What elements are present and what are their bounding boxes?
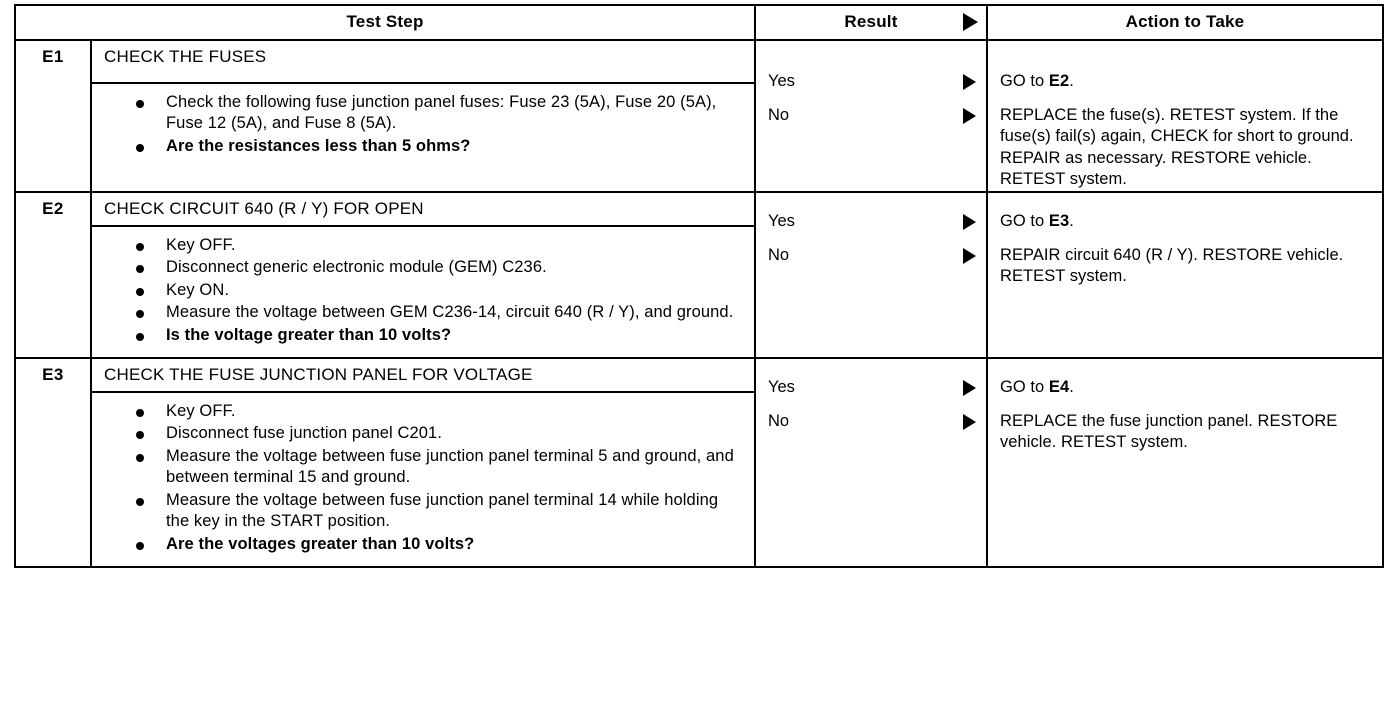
step-id-e2: E2 <box>14 190 92 359</box>
result-label-no: No <box>768 245 790 264</box>
right-triangle-icon <box>963 71 986 90</box>
result-cell-e2: Yes No <box>754 190 988 359</box>
step-bullets-e3: Key OFF. Disconnect fuse junction panel … <box>90 390 756 569</box>
result-row: No <box>756 105 986 139</box>
step-body-row-e1: Check the following fuse junction panel … <box>15 81 1383 193</box>
result-label-yes: Yes <box>768 377 795 396</box>
action-row: GO to E3. <box>988 211 1382 245</box>
list-item: Key OFF. <box>130 401 744 422</box>
action-step-reference: E4 <box>1048 377 1070 396</box>
result-row: Yes <box>756 71 986 105</box>
step-id-e1: E1 <box>14 39 92 193</box>
result-cell-e3: Yes No <box>754 356 988 569</box>
list-item: Are the voltages greater than 10 volts? <box>130 534 744 555</box>
step-title-e1: CHECK THE FUSES <box>90 39 756 84</box>
step-title-row-e1: E1 CHECK THE FUSES Yes No <box>14 39 1384 193</box>
action-cell-e3: GO to E4. REPLACE the fuse junction pane… <box>986 356 1384 569</box>
column-header-result: Result <box>754 4 988 41</box>
action-text: REPLACE the fuse junction panel. RESTORE… <box>1000 411 1338 452</box>
column-header-action-to-take: Action to Take <box>986 4 1384 41</box>
result-label-yes: Yes <box>768 72 795 90</box>
right-triangle-icon <box>963 411 986 430</box>
result-label-no: No <box>768 411 790 430</box>
list-item: Disconnect generic electronic module (GE… <box>130 257 744 278</box>
action-cell-e1: GO to E2. REPLACE the fuse(s). RETEST sy… <box>986 39 1384 193</box>
list-item: Disconnect fuse junction panel C201. <box>130 423 744 444</box>
step-title-row-e2: E2 CHECK CIRCUIT 640 (R / Y) FOR OPEN Ye… <box>14 190 1384 359</box>
action-row: REPLACE the fuse(s). RETEST system. If t… <box>988 105 1382 191</box>
action-text-tail: . <box>1069 211 1074 230</box>
list-item: Measure the voltage between fuse junctio… <box>130 446 744 489</box>
action-step-reference: E3 <box>1048 211 1070 230</box>
step-title-row-e3: E3 CHECK THE FUSE JUNCTION PANEL FOR VOL… <box>14 356 1384 569</box>
result-label-no: No <box>768 106 790 124</box>
scan-edge <box>14 0 1384 2</box>
list-item: Are the resistances less than 5 ohms? <box>130 136 744 157</box>
step-bullets-e1: Check the following fuse junction panel … <box>90 81 756 193</box>
action-text: GO to <box>1000 72 1049 90</box>
step-body-row-e2: Key OFF. Disconnect generic electronic m… <box>15 224 1383 359</box>
action-text-tail: . <box>1069 377 1074 396</box>
right-triangle-icon <box>963 377 986 396</box>
list-item: Measure the voltage between GEM C236-14,… <box>130 302 744 323</box>
list-item: Is the voltage greater than 10 volts? <box>130 325 744 346</box>
table-body: E1 CHECK THE FUSES Yes No <box>14 39 1384 569</box>
action-text: GO to <box>1000 211 1049 230</box>
right-triangle-icon <box>963 13 978 31</box>
action-text-tail: . <box>1069 72 1074 90</box>
result-cell-e1: Yes No <box>754 39 988 193</box>
right-triangle-icon <box>963 105 986 124</box>
action-text: REPLACE the fuse(s). RETEST system. If t… <box>1000 106 1354 189</box>
action-text: REPAIR circuit 640 (R / Y). RESTORE vehi… <box>1000 245 1344 286</box>
step-title-e2: CHECK CIRCUIT 640 (R / Y) FOR OPEN <box>90 190 756 227</box>
action-row: GO to E2. <box>988 71 1382 105</box>
table-header: Test Step Result Action to Take <box>14 4 1384 41</box>
list-item: Check the following fuse junction panel … <box>130 92 744 135</box>
column-header-result-label: Result <box>844 12 898 31</box>
right-triangle-icon <box>963 211 986 230</box>
step-bullets-e2: Key OFF. Disconnect generic electronic m… <box>90 224 756 359</box>
diagnostic-table: Test Step Result Action to Take E1 CHECK… <box>14 4 1384 569</box>
result-label-yes: Yes <box>768 211 795 230</box>
list-item: Key OFF. <box>130 235 744 256</box>
action-text: GO to <box>1000 377 1049 396</box>
step-body-row-e3: Key OFF. Disconnect fuse junction panel … <box>15 390 1383 569</box>
list-item: Measure the voltage between fuse junctio… <box>130 490 744 533</box>
right-triangle-icon <box>963 245 986 264</box>
action-step-reference: E2 <box>1048 72 1070 90</box>
step-id-e3: E3 <box>14 356 92 569</box>
column-header-test-step: Test Step <box>14 4 756 41</box>
step-title-e3: CHECK THE FUSE JUNCTION PANEL FOR VOLTAG… <box>90 356 756 393</box>
result-row: No <box>756 411 986 445</box>
list-item: Key ON. <box>130 280 744 301</box>
header-row: Test Step Result Action to Take <box>14 4 1384 41</box>
result-row: No <box>756 245 986 279</box>
action-row: GO to E4. <box>988 377 1382 411</box>
action-row: REPAIR circuit 640 (R / Y). RESTORE vehi… <box>988 245 1382 288</box>
action-cell-e2: GO to E3. REPAIR circuit 640 (R / Y). RE… <box>986 190 1384 359</box>
result-row: Yes <box>756 377 986 411</box>
action-row: REPLACE the fuse junction panel. RESTORE… <box>988 411 1382 454</box>
result-row: Yes <box>756 211 986 245</box>
